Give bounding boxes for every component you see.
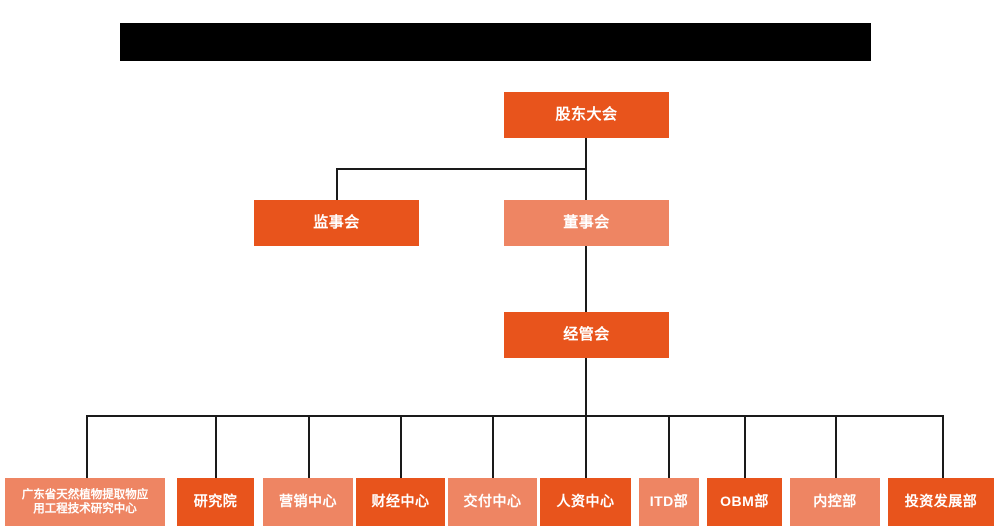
connector-directors-to-management	[585, 246, 587, 312]
node-research-institute[interactable]: 研究院	[177, 478, 254, 526]
node-internal-control-dept[interactable]: 内控部	[790, 478, 880, 526]
connector-supervisors-down	[336, 168, 338, 200]
connector-drop-investment-dev-dept	[942, 415, 944, 478]
connector-drop-hr-center	[585, 415, 587, 478]
connector-management-down	[585, 358, 587, 416]
connector-level2-bus	[336, 168, 587, 170]
node-investment-development-dept[interactable]: 投资发展部	[888, 478, 994, 526]
node-board-of-supervisors[interactable]: 监事会	[254, 200, 419, 246]
connector-drop-delivery-center	[492, 415, 494, 478]
redacted-title-bar	[120, 23, 871, 61]
connector-shareholders-down	[585, 138, 587, 168]
node-finance-center[interactable]: 财经中心	[356, 478, 445, 526]
node-hr-center[interactable]: 人资中心	[540, 478, 631, 526]
research-center-line-2: 用工程技术研究中心	[33, 503, 137, 515]
node-board-of-directors[interactable]: 董事会	[504, 200, 669, 246]
connector-drop-internal-control-dept	[835, 415, 837, 478]
connector-drop-finance-center	[400, 415, 402, 478]
connector-drop-obm-dept	[744, 415, 746, 478]
connector-drop-research-institute	[215, 415, 217, 478]
node-shareholders-meeting[interactable]: 股东大会	[504, 92, 669, 138]
connector-drop-itd-dept	[668, 415, 670, 478]
research-center-line-1: 广东省天然植物提取物应	[21, 488, 149, 501]
node-guangdong-plant-extract-research-center[interactable]: 广东省天然植物提取物应 用工程技术研究中心	[5, 478, 165, 526]
node-management-committee[interactable]: 经管会	[504, 312, 669, 358]
node-itd-dept[interactable]: ITD部	[639, 478, 699, 526]
connector-directors-down	[585, 168, 587, 200]
connector-drop-marketing-center	[308, 415, 310, 478]
node-delivery-center[interactable]: 交付中心	[448, 478, 537, 526]
node-obm-dept[interactable]: OBM部	[707, 478, 782, 526]
connector-departments-bus	[86, 415, 943, 417]
node-marketing-center[interactable]: 营销中心	[263, 478, 353, 526]
connector-drop-research-center	[86, 415, 88, 478]
